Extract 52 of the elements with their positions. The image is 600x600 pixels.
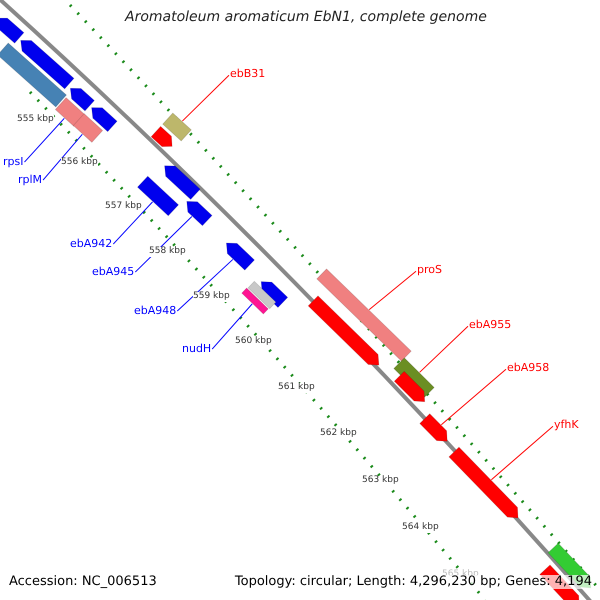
leader-line bbox=[176, 258, 234, 312]
leader-line bbox=[368, 270, 416, 310]
leader-line bbox=[440, 368, 506, 426]
gene-feature bbox=[316, 268, 412, 362]
gene-label: nudH bbox=[182, 343, 212, 356]
gene-feature bbox=[448, 446, 518, 518]
gene-label: ebA958 bbox=[507, 362, 550, 374]
gene-feature bbox=[54, 97, 86, 127]
map-title: Aromatoleum aromaticum EbN1, complete genome bbox=[125, 10, 487, 26]
gene-feature bbox=[162, 112, 192, 142]
gene-feature bbox=[241, 288, 269, 314]
scale-label: 563 kbp bbox=[362, 476, 399, 486]
gene-label: ebA948 bbox=[134, 305, 176, 318]
gene-feature bbox=[308, 295, 380, 366]
gene-feature bbox=[0, 18, 24, 44]
gene-label: ebB31 bbox=[230, 68, 266, 80]
gene-feature bbox=[419, 413, 448, 442]
accession-text: Accession: NC_006513 bbox=[9, 575, 157, 590]
gene-feature bbox=[164, 165, 201, 200]
gene-feature bbox=[226, 242, 255, 271]
gene-feature bbox=[186, 201, 213, 226]
scale-label: 564 kbp bbox=[402, 523, 439, 533]
scale-label: 557 kbp bbox=[105, 202, 142, 212]
leader-line bbox=[182, 74, 230, 122]
gene-label: rplM bbox=[18, 174, 42, 186]
gene-label: proS bbox=[417, 264, 442, 276]
scale-label: 556 kbp bbox=[61, 158, 98, 168]
scale-label: 558 kbp bbox=[149, 247, 186, 257]
leader-line bbox=[42, 134, 83, 181]
gene-label: ebA955 bbox=[469, 319, 512, 332]
gene-label: ebA945 bbox=[92, 266, 134, 278]
gene-feature bbox=[0, 42, 67, 108]
leader-line bbox=[490, 426, 554, 480]
scale-label: 561 kbp bbox=[278, 383, 315, 393]
gene-feature bbox=[394, 370, 426, 402]
scale-label: 555 kbp bbox=[17, 115, 54, 125]
gene-feature bbox=[248, 280, 276, 310]
gene-feature bbox=[70, 88, 95, 112]
leader-line bbox=[212, 303, 253, 350]
gene-label: yfhK bbox=[554, 419, 579, 432]
gene-feature bbox=[72, 113, 104, 143]
gene-feature bbox=[20, 40, 74, 90]
gene-label: rpsI bbox=[3, 156, 24, 168]
gene-feature bbox=[91, 107, 118, 132]
gene-feature bbox=[150, 126, 173, 148]
gene-label: ebA942 bbox=[70, 238, 112, 250]
leader-line bbox=[419, 326, 468, 373]
scale-label: 560 kbp bbox=[235, 337, 272, 347]
leader-line bbox=[112, 201, 154, 245]
leader-line bbox=[24, 118, 65, 163]
scale-label: 559 kbp bbox=[193, 292, 230, 302]
scale-label: 562 kbp bbox=[320, 429, 357, 439]
